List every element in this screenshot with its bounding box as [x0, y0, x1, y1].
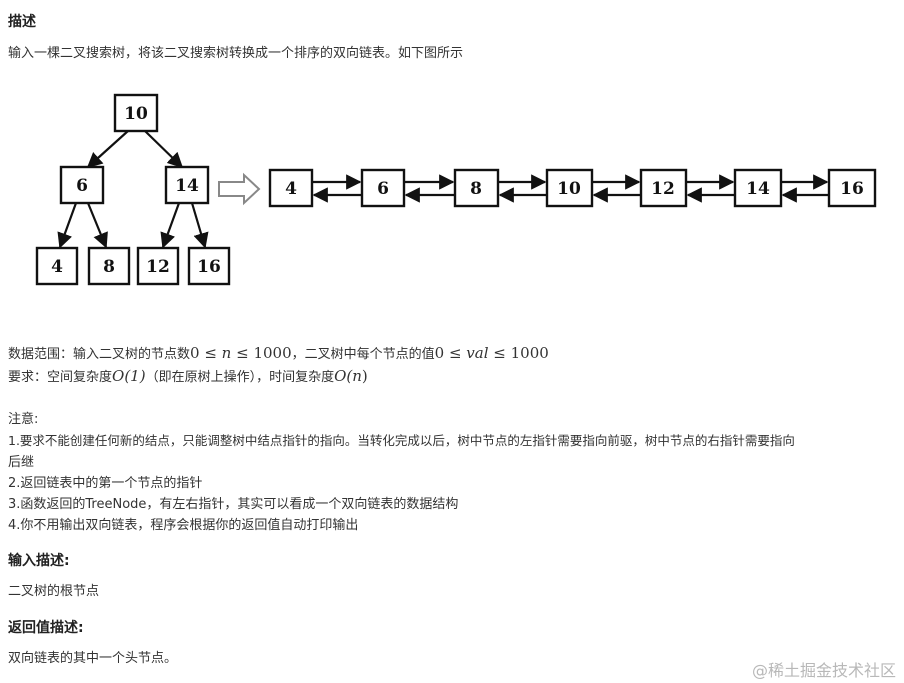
list-links [312, 174, 829, 203]
list-node: 10 [545, 168, 594, 208]
tree-node: 6 [59, 165, 105, 205]
space-complexity-formula: O(1) [112, 367, 146, 385]
bst-to-list-diagram: 10 6 14 4 8 12 16 [35, 93, 877, 286]
tree-node-label: 8 [103, 257, 115, 277]
requirement-mid: （即在原树上操作），时间复杂度 [145, 370, 335, 385]
description-intro: 输入一棵二叉搜索树，将该二叉搜索树转换成一个排序的双向链表。如下图所示 [8, 46, 464, 61]
note-line-2: 2.返回链表中的第一个节点的指针 [8, 476, 203, 491]
tree-node: 10 [113, 93, 159, 133]
transform-arrow-icon [218, 172, 261, 206]
list-node-label: 6 [377, 179, 389, 199]
tree-node: 12 [136, 246, 180, 286]
input-description-text: 二叉树的根节点 [8, 584, 100, 599]
tree-edges [57, 130, 209, 249]
list-node-label: 8 [470, 179, 482, 199]
list-node: 4 [268, 168, 314, 208]
tree-edge-14-12 [160, 202, 181, 249]
tree-node: 14 [164, 165, 210, 205]
description-heading: 描述 [8, 14, 36, 30]
list-node-label: 16 [840, 179, 864, 199]
note-line-3: 3.函数返回的TreeNode，有左右指针，其实可以看成一个双向链表的数据结构 [8, 497, 459, 512]
note-line-4: 4.你不用输出双向链表，程序会根据你的返回值自动打印输出 [8, 518, 359, 533]
list-node: 12 [639, 168, 688, 208]
tree-node: 16 [187, 246, 231, 286]
input-description-heading: 输入描述: [8, 553, 70, 569]
data-range-line: 数据范围：输入二叉树的节点数0 ≤ n ≤ 1000，二叉树中每个节点的值0 ≤… [8, 343, 549, 362]
list-node-label: 4 [285, 179, 297, 199]
list-node-label: 10 [557, 179, 581, 199]
tree-node-label: 16 [197, 257, 221, 277]
requirement-prefix: 要求：空间复杂度 [8, 370, 113, 385]
time-complexity-formula: O(n) [334, 367, 368, 385]
note-line-1-continued: 后继 [8, 455, 35, 470]
node-value-formula: 0 ≤ val ≤ 1000 [434, 344, 549, 362]
list-node: 16 [827, 168, 877, 208]
list-node: 14 [733, 168, 783, 208]
tree-edge-10-6 [86, 130, 129, 169]
tree-node: 8 [87, 246, 131, 286]
return-description-heading: 返回值描述: [8, 620, 84, 636]
data-range-prefix: 数据范围：输入二叉树的节点数 [8, 347, 191, 362]
notes-title: 注意: [8, 412, 39, 427]
complexity-requirement-line: 要求：空间复杂度O(1)（即在原树上操作），时间复杂度O(n) [8, 366, 368, 385]
list-nodes: 4 6 8 10 12 14 16 [268, 168, 877, 208]
data-range-mid: ，二叉树中每个节点的值 [291, 347, 435, 362]
tree-node-label: 6 [76, 176, 88, 196]
tree-nodes: 10 6 14 4 8 12 16 [35, 93, 231, 286]
return-description-text: 双向链表的其中一个头节点。 [8, 651, 178, 666]
tree-node-label: 14 [175, 176, 199, 196]
tree-node: 4 [35, 246, 79, 286]
tree-edge-6-8 [86, 202, 108, 249]
site-watermark: @稀土掘金技术社区 [751, 661, 896, 680]
tree-node-label: 12 [146, 257, 170, 277]
tree-edge-10-14 [144, 130, 184, 169]
tree-edge-14-16 [190, 202, 209, 249]
list-node-label: 14 [746, 179, 770, 199]
note-line-1: 1.要求不能创建任何新的结点，只能调整树中结点指针的指向。当转化完成以后，树中节… [8, 433, 795, 448]
node-count-formula: 0 ≤ n ≤ 1000 [190, 344, 292, 362]
list-node-label: 12 [651, 179, 675, 199]
list-node: 8 [453, 168, 500, 208]
tree-edge-6-4 [57, 202, 78, 249]
tree-node-label: 4 [51, 257, 63, 277]
list-node: 6 [360, 168, 406, 208]
tree-node-label: 10 [124, 104, 148, 124]
